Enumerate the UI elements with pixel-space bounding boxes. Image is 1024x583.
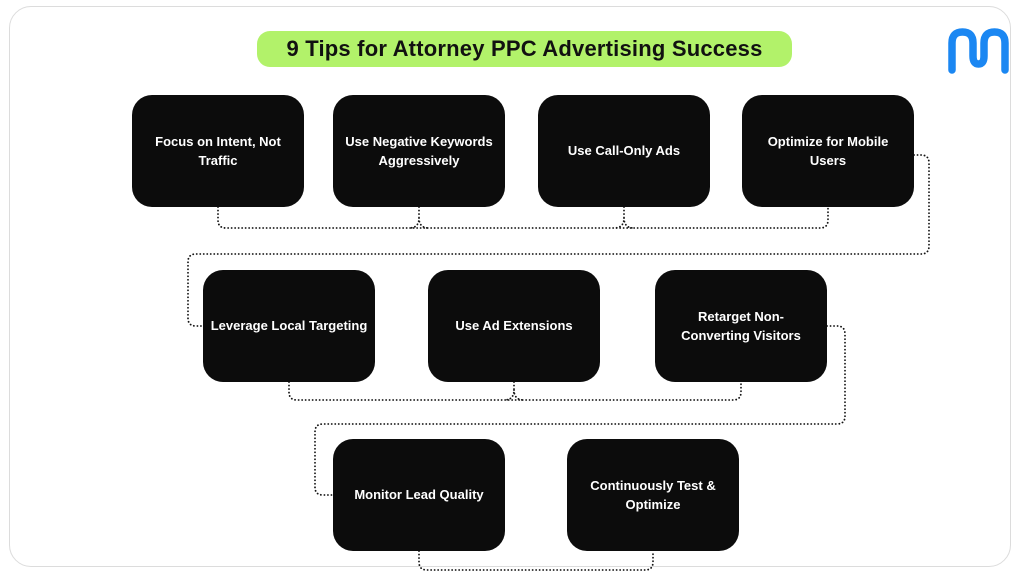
tip-text-line: Leverage Local Targeting xyxy=(210,318,368,334)
tip-box-test-optimize: Continuously Test & Optimize xyxy=(567,439,739,551)
tip-box-local-targeting: Leverage Local Targeting xyxy=(203,270,375,382)
tip-text-line: Focus on Intent, Not xyxy=(155,133,281,149)
tip-text-line: Continuously Test & xyxy=(590,477,716,493)
tip-box-optimize-mobile: Optimize for Mobile Users xyxy=(742,95,914,207)
tip-text-line: Retarget Non- xyxy=(698,308,784,324)
infographic-card: 9 Tips for Attorney PPC Advertising Succ… xyxy=(9,6,1011,571)
tip-box-call-only-ads: Use Call-Only Ads xyxy=(538,95,710,207)
tip-text-line: Use Ad Extensions xyxy=(455,318,573,334)
tip-box-focus-on-intent: Focus on Intent, Not Traffic xyxy=(132,95,304,207)
title-badge: 9 Tips for Attorney PPC Advertising Succ… xyxy=(257,31,792,67)
tip-text-line: Aggressively xyxy=(378,153,460,168)
page-title: 9 Tips for Attorney PPC Advertising Succ… xyxy=(286,36,763,61)
tip-box-ad-extensions: Use Ad Extensions xyxy=(428,270,600,382)
tip-text-line: Optimize for Mobile xyxy=(767,133,889,149)
tip-box-monitor-leads: Monitor Lead Quality xyxy=(333,439,505,551)
tip-text-line: Converting Visitors xyxy=(681,328,801,343)
tip-box-negative-keywords: Use Negative Keywords Aggressively xyxy=(333,95,505,207)
tip-text-line: Optimize xyxy=(625,497,681,512)
tip-text-line: Use Negative Keywords xyxy=(345,133,493,149)
tip-box-retarget-visitors: Retarget Non- Converting Visitors xyxy=(655,270,827,382)
tip-text-line: Use Call-Only Ads xyxy=(567,143,681,159)
tip-text-line: Monitor Lead Quality xyxy=(354,487,484,503)
brand-m-logo-icon xyxy=(948,28,1009,74)
tip-text-line: Traffic xyxy=(198,153,238,168)
tip-text-line: Users xyxy=(809,153,847,168)
